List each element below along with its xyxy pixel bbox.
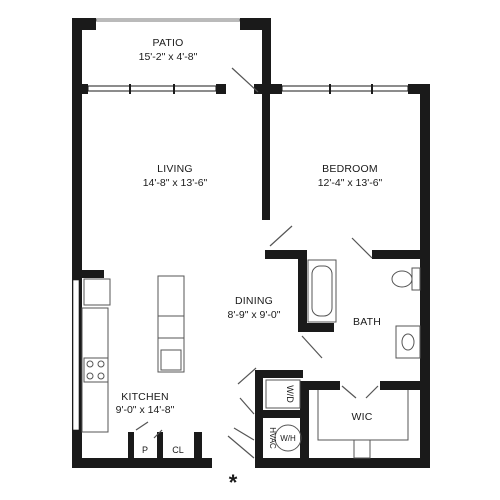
living-bedroom-partition [262, 84, 270, 220]
dining-label: DINING [235, 295, 273, 307]
toilet-bowl [391, 270, 413, 288]
bedroom-dimensions: 12'-4" x 13'-6" [318, 177, 383, 189]
bath-vanity [395, 325, 421, 359]
burner-4 [97, 372, 105, 380]
bedroom-door-left [269, 225, 293, 247]
wd-wall-left [255, 370, 263, 410]
hvac-label: HVAC [268, 427, 277, 449]
wic-door-left [341, 385, 357, 399]
kitchen-window-left [72, 279, 80, 431]
living-top-right-stub [216, 84, 226, 94]
island-sink [160, 349, 182, 371]
wd-door-2 [239, 397, 255, 415]
exterior-wall-bottom-right [255, 458, 430, 468]
wic-label: WIC [351, 411, 372, 423]
dining-dimensions: 8'-9" x 9'-0" [228, 309, 281, 321]
refrigerator [83, 278, 111, 306]
bedroom-door-right [351, 237, 373, 259]
bath-door [301, 335, 323, 359]
bedroom-wall-bottom-right [372, 250, 430, 259]
exterior-wall-left [72, 84, 82, 468]
closet-label: CL [172, 445, 184, 455]
bath-wic-wall-left [300, 381, 340, 390]
bedroom-label: BEDROOM [322, 163, 378, 175]
hvac-wall-left [255, 418, 263, 468]
wd-wall-top [255, 370, 303, 378]
wic-wall-left [300, 381, 309, 468]
closet-wall-right [194, 432, 202, 462]
entry-marker: * [229, 470, 238, 495]
patio-label: PATIO [153, 37, 184, 49]
bathtub [307, 259, 337, 323]
pantry-door [135, 421, 149, 431]
toilet-tank [411, 267, 421, 291]
fixtures [81, 259, 421, 459]
exterior-wall-bottom-left [72, 458, 212, 468]
bedroom-top-right-stub [408, 84, 430, 94]
washer-dryer-unit [265, 379, 301, 409]
pantry-label: P [142, 445, 148, 455]
wd-door [237, 367, 257, 385]
bedroom-window [281, 85, 409, 92]
burner-1 [86, 360, 94, 368]
living-label: LIVING [157, 163, 193, 175]
bath-wic-wall-right [380, 381, 430, 390]
labels: PATIO 15'-2" x 4'-8" LIVING 14'-8" x 13'… [116, 37, 383, 495]
water-heater-label: W/H [280, 434, 296, 443]
washer-dryer-label: W/D [285, 385, 295, 403]
kitchen-dimensions: 9'-0" x 14'-8" [116, 404, 175, 416]
kitchen-wall-stub [82, 270, 104, 278]
bedroom-wall-bottom-left [265, 250, 307, 259]
bath-label: BATH [353, 316, 381, 328]
bath-sink [401, 333, 415, 351]
range [83, 357, 109, 383]
wic-bench [353, 439, 371, 459]
patio-wall-left [72, 18, 82, 96]
bathtub-inner [311, 265, 333, 317]
hvac-door [233, 427, 255, 441]
patio-wall-right [262, 18, 271, 84]
kitchen-counter [81, 307, 109, 433]
wic-door-right [365, 385, 379, 399]
exterior-wall-right [420, 84, 430, 468]
closet-door [153, 429, 163, 439]
wd-wall-bottom [255, 410, 303, 418]
burner-2 [97, 360, 105, 368]
living-top-left-stub [72, 84, 88, 94]
kitchen-island [157, 275, 185, 373]
kitchen-label: KITCHEN [121, 391, 169, 403]
windows [72, 18, 409, 431]
walls [72, 18, 430, 468]
living-window [87, 85, 217, 92]
closet-wall-left [128, 432, 134, 462]
patio-opening [95, 18, 241, 22]
patio-door-swing [231, 67, 259, 93]
bath-wall-bottom [298, 323, 334, 332]
living-dimensions: 14'-8" x 13'-6" [143, 177, 208, 189]
doors [135, 67, 379, 459]
burner-3 [86, 372, 94, 380]
island-dishwasher [157, 315, 185, 339]
patio-dimensions: 15'-2" x 4'-8" [139, 51, 198, 63]
pantry-wall-right [157, 432, 163, 462]
entry-door [227, 435, 255, 459]
water-heater-tank [274, 424, 302, 452]
bath-wall-left [298, 250, 307, 332]
